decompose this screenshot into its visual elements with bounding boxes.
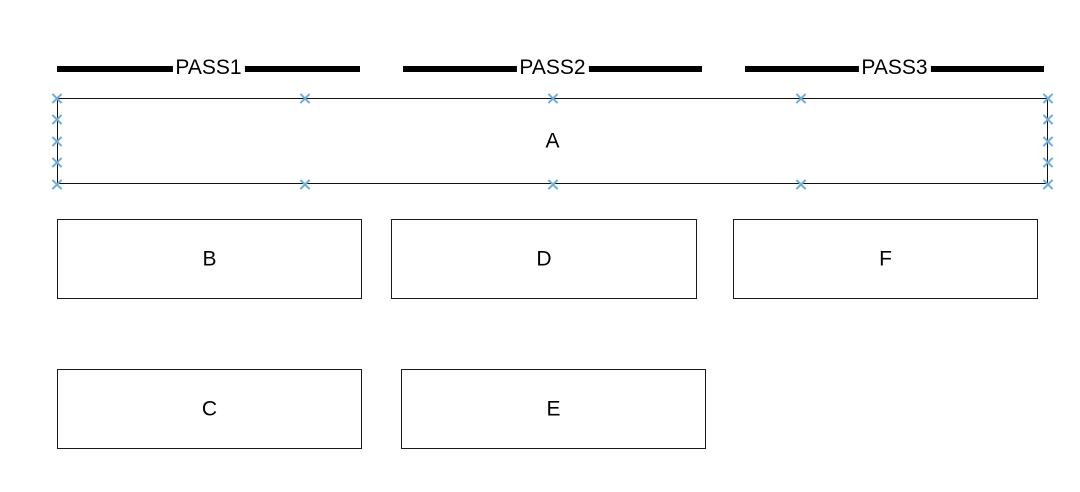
grip-bottom-center[interactable] (547, 178, 560, 191)
grip-bottom-left[interactable] (51, 178, 64, 191)
rect-d-label: D (536, 247, 552, 271)
rect-f-label: F (879, 247, 892, 271)
rect-a[interactable]: A (57, 98, 1048, 184)
pass-bar-group-2[interactable]: PASS2 (403, 53, 702, 84)
rect-f[interactable]: F (733, 219, 1038, 299)
pass-label-2: PASS2 (516, 53, 589, 83)
grip-top-threequarter[interactable] (795, 92, 808, 105)
grip-bottom-quarter[interactable] (299, 178, 312, 191)
grip-right-upper[interactable] (1042, 113, 1055, 126)
rect-d[interactable]: D (391, 219, 697, 299)
rect-a-label: A (545, 129, 560, 153)
pass-bar-group-1[interactable]: PASS1 (57, 53, 360, 84)
grip-right-lower[interactable] (1042, 156, 1055, 169)
grip-left-middle[interactable] (51, 135, 64, 148)
pass-label-3: PASS3 (858, 53, 931, 83)
pass-bar-group-3[interactable]: PASS3 (745, 53, 1044, 84)
rect-c-label: C (201, 397, 218, 421)
grip-top-quarter[interactable] (299, 92, 312, 105)
rect-e[interactable]: E (401, 369, 706, 449)
grip-bottom-right[interactable] (1042, 178, 1055, 191)
grip-left-upper[interactable] (51, 113, 64, 126)
grip-left-lower[interactable] (51, 156, 64, 169)
rect-c[interactable]: C (57, 369, 362, 449)
grip-top-center[interactable] (547, 92, 560, 105)
grip-bottom-threequarter[interactable] (795, 178, 808, 191)
rect-b[interactable]: B (57, 219, 362, 299)
grip-top-left[interactable] (51, 92, 64, 105)
pass-label-1: PASS1 (172, 53, 245, 83)
grip-right-middle[interactable] (1042, 135, 1055, 148)
rect-e-label: E (546, 397, 561, 421)
rect-b-label: B (202, 247, 217, 271)
grip-top-right[interactable] (1042, 92, 1055, 105)
